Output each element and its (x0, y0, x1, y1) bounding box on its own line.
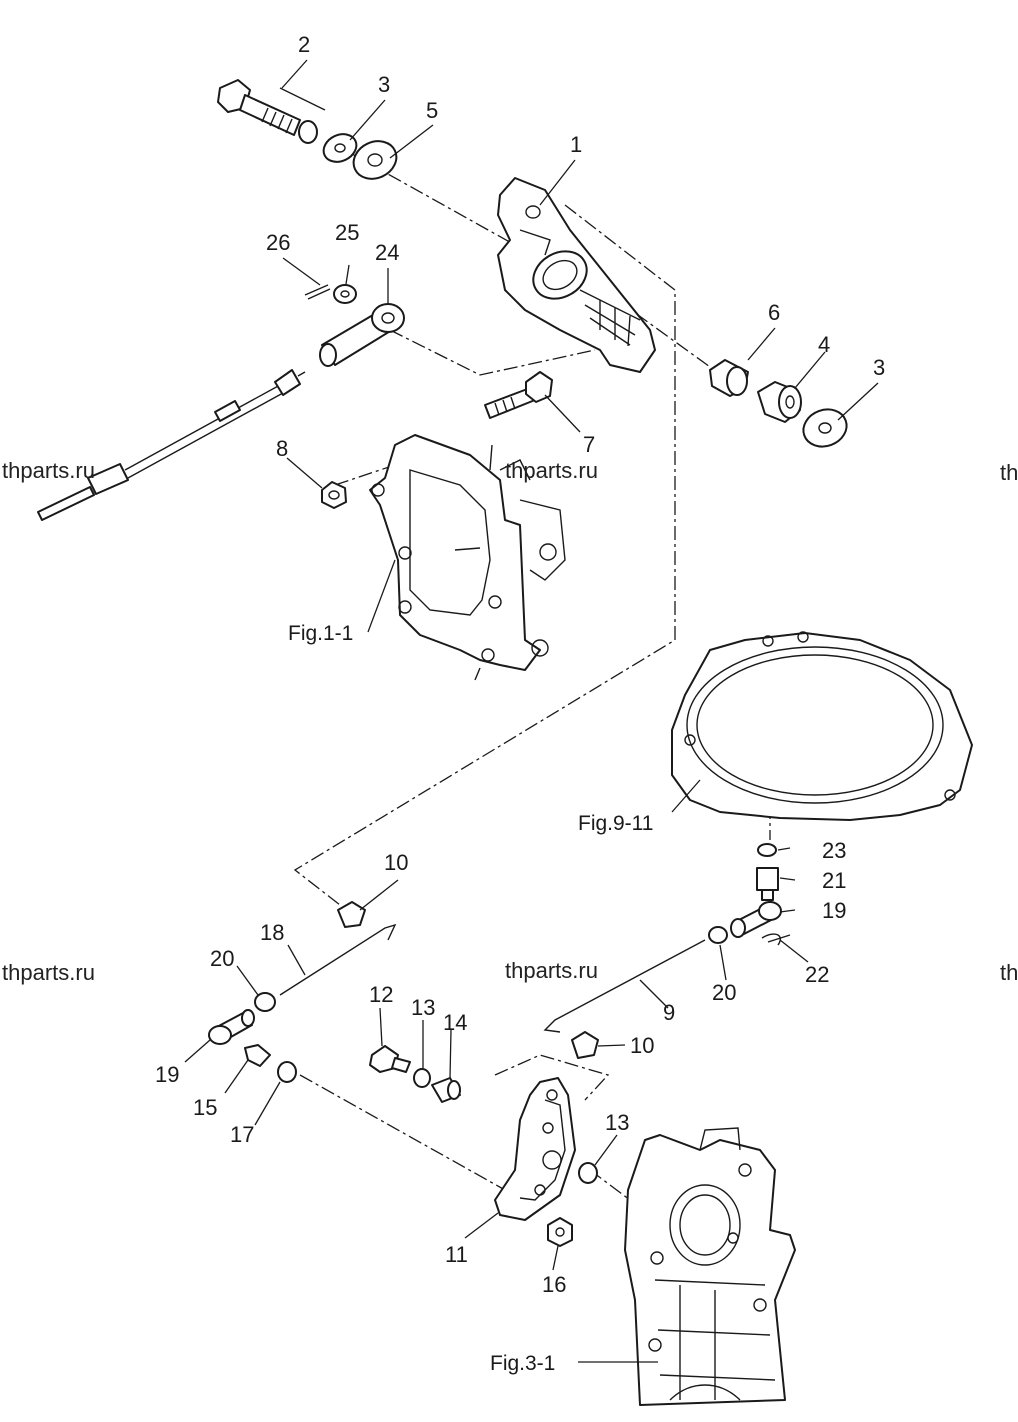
nut-part-20-left (254, 992, 276, 1012)
clip-part-10-left (337, 901, 366, 928)
callout-10-upper: 10 (384, 850, 408, 875)
fig-ref-3-1: Fig.3-1 (490, 1352, 555, 1375)
figure-references: Fig.1-1 Fig.9-11 Fig.3-1 (288, 622, 653, 1375)
callout-6: 6 (768, 300, 780, 325)
washer-part-17 (277, 1061, 297, 1083)
engine-cover-fig-1-1 (369, 434, 566, 681)
callout-19-left: 19 (155, 1062, 179, 1087)
watermarks: thparts.ru thparts.ru thparts.ru thparts… (2, 458, 1018, 985)
callout-19-right: 19 (822, 898, 846, 923)
callout-1: 1 (570, 132, 582, 157)
throttle-cable-upper (37, 369, 306, 521)
rod-part-9 (543, 939, 706, 1033)
washer-part-13-right (578, 1162, 598, 1184)
collar-part-6 (709, 359, 749, 397)
ball-stud-part-21 (756, 867, 779, 901)
washer-part-3-lower (802, 408, 848, 448)
callout-4: 4 (818, 332, 830, 357)
housing-fig-3-1 (624, 1127, 796, 1406)
fig-ref-1-1: Fig.1-1 (288, 622, 353, 645)
callout-21: 21 (822, 868, 846, 893)
callout-18: 18 (260, 920, 284, 945)
joint-part-19-right (730, 901, 782, 938)
callout-17: 17 (230, 1122, 254, 1147)
watermark-5: th (1000, 460, 1018, 485)
watermark-3: thparts.ru (2, 960, 95, 985)
nut-part-16 (547, 1217, 573, 1247)
watermark-2: thparts.ru (505, 458, 598, 483)
callout-11: 11 (445, 1242, 468, 1267)
washer-part-25 (333, 284, 357, 304)
callout-8: 8 (276, 436, 288, 461)
callout-5: 5 (426, 98, 438, 123)
collar-part-14 (431, 1077, 461, 1103)
callout-3-upper: 3 (378, 72, 390, 97)
rod-part-18 (279, 923, 397, 996)
callout-9: 9 (663, 1000, 675, 1025)
bolt-part-2 (217, 79, 301, 136)
pin-part-22 (761, 933, 791, 946)
joint-part-24 (319, 303, 405, 367)
callout-14: 14 (443, 1010, 467, 1035)
fig-ref-9-11: Fig.9-11 (578, 812, 653, 835)
watermark-4: thparts.ru (505, 958, 598, 983)
callout-12: 12 (369, 982, 393, 1007)
callout-24: 24 (375, 240, 399, 265)
pin-part-26 (304, 284, 331, 300)
bushing-part-4 (757, 381, 802, 423)
callouts: 2 3 5 1 26 25 24 6 4 3 7 8 10 23 21 19 1… (155, 32, 885, 1297)
bolt-part-12 (369, 1045, 411, 1073)
callout-2: 2 (298, 32, 310, 57)
callout-10-lower: 10 (630, 1033, 654, 1058)
bolt-part-7 (484, 371, 553, 419)
callout-20-left: 20 (210, 946, 234, 971)
watermark-1: thparts.ru (2, 458, 95, 483)
washer-part-5 (352, 140, 398, 180)
callout-26: 26 (266, 230, 290, 255)
clip-part-10-right (571, 1031, 599, 1059)
joint-part-19-left (208, 1009, 255, 1045)
callout-23: 23 (822, 838, 846, 863)
washer-part-13-left (413, 1068, 431, 1088)
callout-3-lower: 3 (873, 355, 885, 380)
nut-part-8 (321, 481, 347, 509)
lever-part-11 (494, 1077, 576, 1221)
gasket-fig-9-11 (671, 631, 973, 821)
bracket-part-1 (497, 177, 656, 373)
washer-part-3-upper (298, 120, 358, 163)
nut-part-20-right (708, 926, 728, 944)
callout-13-right: 13 (605, 1110, 629, 1135)
ball-stud-part-15 (244, 1044, 271, 1067)
watermark-6: th (1000, 960, 1018, 985)
clip-part-23 (757, 843, 777, 857)
callout-22: 22 (805, 962, 829, 987)
callout-13-left: 13 (411, 995, 435, 1020)
callout-16: 16 (542, 1272, 566, 1297)
callout-20-right: 20 (712, 980, 736, 1005)
callout-25: 25 (335, 220, 359, 245)
leader-lines (184, 59, 879, 1363)
callout-7: 7 (583, 432, 595, 457)
callout-15: 15 (193, 1095, 217, 1120)
